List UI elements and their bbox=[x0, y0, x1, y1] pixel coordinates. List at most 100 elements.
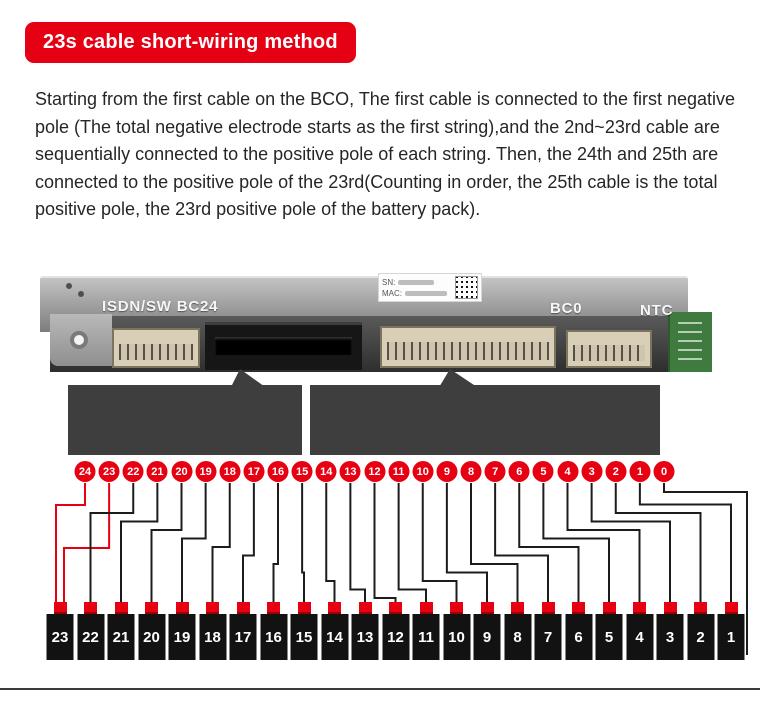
cable-wire bbox=[397, 483, 427, 602]
battery-positive-terminal bbox=[328, 602, 341, 614]
battery-cell: 7 bbox=[534, 602, 562, 660]
connector-bc24 bbox=[112, 328, 200, 368]
battery-number: 20 bbox=[143, 628, 160, 646]
battery-positive-terminal bbox=[541, 602, 555, 614]
battery-positive-terminal bbox=[480, 602, 494, 614]
battery-number: 19 bbox=[173, 628, 191, 646]
battery-positive-terminal bbox=[358, 602, 372, 614]
cable-wire bbox=[542, 483, 610, 602]
cable-number-badge: 11 bbox=[388, 461, 410, 482]
battery-cell: 21 bbox=[107, 602, 135, 660]
cable-number-badge: 7 bbox=[484, 461, 506, 482]
callout-pointer-left-icon bbox=[230, 366, 268, 389]
battery-cell: 3 bbox=[656, 602, 684, 660]
label-bc0: BC0 bbox=[550, 300, 583, 317]
battery-number: 6 bbox=[574, 628, 583, 646]
cable-wire bbox=[301, 483, 305, 602]
cable-number-badge: 6 bbox=[508, 461, 530, 482]
battery-number: 4 bbox=[635, 628, 644, 646]
battery-cell: 11 bbox=[412, 602, 440, 660]
cable-wire bbox=[150, 483, 183, 602]
cable-wire bbox=[566, 483, 641, 602]
cable-number-badge: 2 bbox=[605, 461, 627, 482]
cable-wire bbox=[89, 483, 135, 602]
battery-cell: 17 bbox=[229, 602, 257, 660]
battery-positive-terminal bbox=[419, 602, 433, 614]
sticker-text: SN: MAC: bbox=[382, 277, 452, 299]
cable-number-badge: 22 bbox=[122, 461, 144, 482]
battery-cell: 12 bbox=[382, 602, 409, 660]
battery-positive-terminal bbox=[633, 602, 646, 614]
cable-wire bbox=[518, 483, 580, 602]
cable-wire bbox=[120, 483, 159, 602]
cable-wire bbox=[272, 483, 279, 602]
mounting-tab bbox=[50, 314, 112, 366]
cable-number-badge: 17 bbox=[243, 461, 265, 482]
label-isdn-sw-bc24: ISDN/SW BC24 bbox=[102, 298, 219, 315]
battery-positive-terminal bbox=[694, 602, 707, 614]
battery-number: 23 bbox=[51, 628, 69, 646]
screw-dot bbox=[78, 291, 84, 297]
cable-wire bbox=[421, 483, 458, 602]
cable-wire bbox=[470, 483, 519, 602]
cable-number-badge: 5 bbox=[532, 461, 554, 482]
cable-wire bbox=[614, 483, 702, 602]
battery-number: 15 bbox=[295, 628, 313, 646]
cable-number-badge: 21 bbox=[146, 461, 168, 482]
cable-wire bbox=[590, 483, 671, 602]
cable-number-badge: 15 bbox=[291, 461, 313, 482]
illegible-text bbox=[405, 290, 447, 296]
battery-number: 10 bbox=[448, 628, 465, 646]
battery-number: 9 bbox=[482, 628, 492, 646]
battery-positive-terminal bbox=[572, 602, 585, 614]
battery-positive-terminal bbox=[236, 602, 250, 614]
cable-wire bbox=[242, 483, 255, 602]
battery-number: 16 bbox=[265, 628, 282, 646]
battery-positive-terminal bbox=[602, 602, 616, 614]
title-banner: 23s cable short-wiring method bbox=[25, 22, 356, 63]
battery-cell: 5 bbox=[595, 602, 623, 660]
battery-cell: 15 bbox=[290, 602, 318, 660]
cable-number-badge: 16 bbox=[267, 461, 289, 482]
battery-cell: 9 bbox=[473, 602, 501, 660]
battery-cell: 2 bbox=[687, 602, 714, 660]
cable-wire bbox=[55, 483, 86, 602]
battery-cell: 1 bbox=[717, 602, 745, 660]
battery-number: 7 bbox=[543, 628, 553, 646]
cable-bundle-callout-left bbox=[68, 385, 302, 455]
connector-main-black bbox=[205, 322, 362, 370]
info-sticker: SN: MAC: bbox=[378, 273, 482, 302]
battery-positive-terminal bbox=[267, 602, 280, 614]
cable-number-badge: 9 bbox=[436, 461, 458, 482]
battery-positive-terminal bbox=[145, 602, 158, 614]
battery-number: 3 bbox=[665, 628, 675, 646]
cable-number-badge: 12 bbox=[364, 461, 385, 482]
cable-number-badge: 3 bbox=[581, 461, 603, 482]
battery-positive-terminal bbox=[389, 602, 402, 614]
battery-cell: 4 bbox=[626, 602, 653, 660]
cable-wire bbox=[63, 483, 111, 602]
battery-number: 17 bbox=[234, 628, 252, 646]
label-ntc: NTC bbox=[640, 302, 674, 319]
cable-number-badge: 10 bbox=[412, 461, 434, 482]
connector-bc0 bbox=[380, 326, 556, 368]
battery-positive-terminal bbox=[175, 602, 189, 614]
battery-number: 22 bbox=[82, 628, 99, 646]
mac-label: MAC: bbox=[382, 288, 402, 298]
connector-ntc bbox=[566, 330, 652, 368]
battery-number: 14 bbox=[326, 628, 343, 646]
battery-cell: 23 bbox=[46, 602, 74, 660]
cable-bundle-callout-right bbox=[310, 385, 660, 455]
battery-positive-terminal bbox=[724, 602, 738, 614]
battery-cell: 14 bbox=[321, 602, 348, 660]
cable-wire bbox=[373, 483, 397, 602]
cable-number-badge: 24 bbox=[74, 461, 96, 482]
cable-number-badge: 1 bbox=[629, 461, 651, 482]
cable-wire bbox=[494, 483, 549, 602]
battery-cell: 8 bbox=[504, 602, 531, 660]
battery-number: 21 bbox=[112, 628, 130, 646]
callout-pointer-right-icon bbox=[438, 366, 480, 389]
battery-number: 18 bbox=[204, 628, 221, 646]
battery-positive-terminal bbox=[450, 602, 463, 614]
cable-wire bbox=[211, 483, 231, 602]
